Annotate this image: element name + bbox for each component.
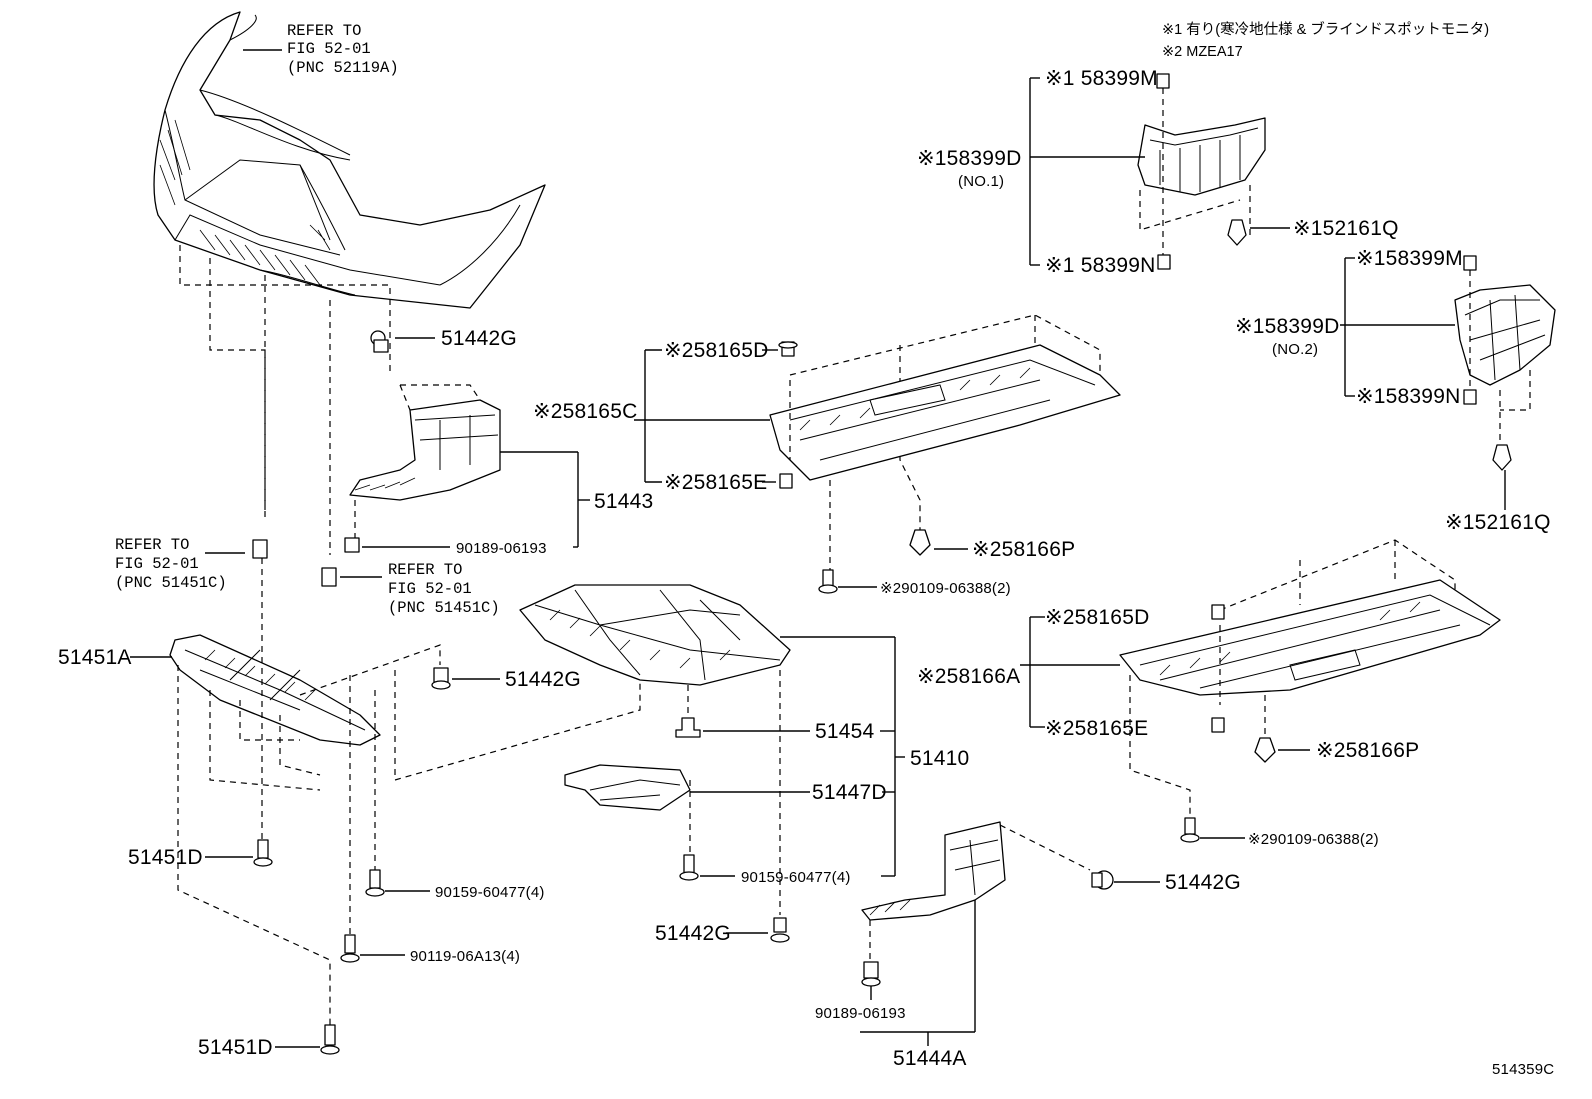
part-58165C-drawing: [769, 314, 1121, 570]
label-58399M-a: ※1 58399M: [1045, 67, 1158, 90]
clip-51442G-a: 51442G: [370, 327, 517, 353]
label-90119-06A13: 90119-06A13(4): [410, 948, 520, 965]
label-52161Q-b: ※152161Q: [1445, 511, 1551, 534]
bolt-90159-b: 90159-60477(4): [679, 854, 895, 886]
label-58165C: ※258165C: [533, 400, 637, 423]
label-51442G-c: 51442G: [655, 922, 731, 945]
clip-90189-b: 90189-06193: [815, 961, 906, 1022]
label-58399D-a: ※158399D: [917, 147, 1021, 170]
ref-top-callout: REFER TO FIG 52-01 (PNC 52119A): [243, 22, 399, 77]
note-1: ※1 有り(寒冷地仕様 & ブラインドスポットモニタ): [1162, 20, 1489, 38]
label-58165D-b: ※258165D: [1045, 606, 1149, 629]
label-51410: 51410: [910, 747, 969, 770]
clip-58165D-a: ※258165D: [664, 339, 798, 362]
label-90159-60477-a: 90159-60477(4): [435, 884, 545, 901]
ref-mid-callout: REFER TO FIG 52-01 (PNC 51451C): [321, 561, 500, 617]
bolt-90119: 90119-06A13(4): [340, 934, 520, 965]
label-51447D: 51447D: [812, 781, 887, 804]
bolt-51451D-b: 51451D: [198, 1024, 340, 1059]
bumper-dashed-links: [179, 245, 391, 555]
label-51451D-b: 51451D: [198, 1036, 273, 1059]
clip-52161Q-b: ※152161Q: [1445, 444, 1551, 534]
label-90109-06388-a: ※290109-06388(2): [880, 580, 1011, 597]
label-58399M-b: ※158399M: [1356, 247, 1463, 270]
ref-left-line3: (PNC 51451C): [115, 574, 227, 592]
clip-51442G-c: 51442G: [655, 917, 790, 945]
label-58399D-a-sub: (NO.1): [958, 173, 1004, 190]
label-58399N-b: ※158399N: [1356, 385, 1460, 408]
label-90159-60477-b: 90159-60477(4): [741, 869, 851, 886]
label-58165D-a: ※258165D: [664, 339, 768, 362]
bolt-90109-a: ※290109-06388(2): [818, 569, 1011, 597]
bolt-51451D-a: 51451D: [128, 839, 273, 869]
label-51454: 51454: [815, 720, 875, 743]
label-58166P-a: ※258166P: [972, 538, 1075, 561]
label-51442G-d: 51442G: [1165, 871, 1241, 894]
label-90189-06193-a: 90189-06193: [456, 540, 547, 557]
bolt-90109-b: ※290109-06388(2): [1180, 817, 1379, 848]
clip-58399M-a: ※1 58399M: [1045, 67, 1170, 90]
ref-mid-line2: FIG 52-01: [388, 580, 472, 598]
ref-top-line2: FIG 52-01: [287, 40, 371, 58]
part-51410-drawing: 51410: [519, 584, 969, 915]
label-58165E-a: ※258165E: [664, 471, 767, 494]
label-51443: 51443: [594, 490, 653, 513]
label-90109-06388-b: ※290109-06388(2): [1248, 831, 1379, 848]
bolt-90159-a: 90159-60477(4): [365, 869, 545, 901]
clip-58166P-a: ※258166P: [909, 529, 1075, 561]
clip-58165D-b: ※258165D: [1045, 604, 1225, 629]
ref-mid-line1: REFER TO: [388, 561, 462, 579]
label-58166P-b: ※258166P: [1316, 739, 1419, 762]
label-58165C-group: ※258165C: [533, 349, 770, 483]
ref-top-line1: REFER TO: [287, 22, 361, 40]
clip-52161Q-a: ※152161Q: [1227, 217, 1399, 246]
label-51442G-a: 51442G: [441, 327, 517, 350]
label-58166A: ※258166A: [917, 665, 1020, 688]
note-2: ※2 MZEA17: [1162, 44, 1243, 60]
clip-51442G-b: 51442G: [431, 667, 581, 691]
clip-51442G-d: 51442G: [1091, 870, 1241, 894]
ref-top-line3: (PNC 52119A): [287, 59, 399, 77]
ref-left-line1: REFER TO: [115, 536, 189, 554]
part-51451A-drawing: 51451A: [58, 558, 641, 1025]
clip-58399N-b: ※158399N: [1356, 385, 1477, 408]
label-51444A: 51444A: [893, 1047, 967, 1070]
label-58399D-b: ※158399D: [1235, 315, 1339, 338]
clip-58166P-b: ※258166P: [1254, 737, 1419, 763]
front-bumper-drawing: [153, 11, 546, 309]
label-51442G-b: 51442G: [505, 668, 581, 691]
part-58399D-no2-drawing: [1340, 257, 1556, 440]
ref-mid-line3: (PNC 51451C): [388, 599, 500, 617]
label-51451A: 51451A: [58, 646, 132, 669]
clip-58399N-a: ※1 58399N: [1045, 254, 1171, 277]
ref-left-line2: FIG 52-01: [115, 555, 199, 573]
part-58166A-drawing: [1020, 539, 1501, 815]
part-51447D-drawing: 51447D: [564, 764, 895, 811]
part-51443-drawing: 51443 90189-06193: [344, 384, 653, 557]
part-51454-drawing: 51454: [675, 717, 895, 743]
label-51451D-a: 51451D: [128, 846, 203, 869]
part-51444A-drawing: 51444A: [860, 821, 1091, 1070]
clip-58165E-b: ※258165E: [1045, 717, 1225, 740]
label-52161Q-a: ※152161Q: [1293, 217, 1399, 240]
label-58165E-b: ※258165E: [1045, 717, 1148, 740]
label-58399N-a: ※1 58399N: [1045, 254, 1155, 277]
part-58399D-no1-drawing: [1029, 77, 1266, 266]
label-90189-06193-b: 90189-06193: [815, 1005, 906, 1022]
clip-58399M-b: ※158399M: [1356, 247, 1477, 271]
ref-left-callout: REFER TO FIG 52-01 (PNC 51451C): [115, 536, 268, 592]
clip-58165E-a: ※258165E: [664, 471, 793, 494]
label-58399D-b-sub: (NO.2): [1272, 341, 1318, 358]
diagram-code: 514359C: [1492, 1061, 1554, 1078]
